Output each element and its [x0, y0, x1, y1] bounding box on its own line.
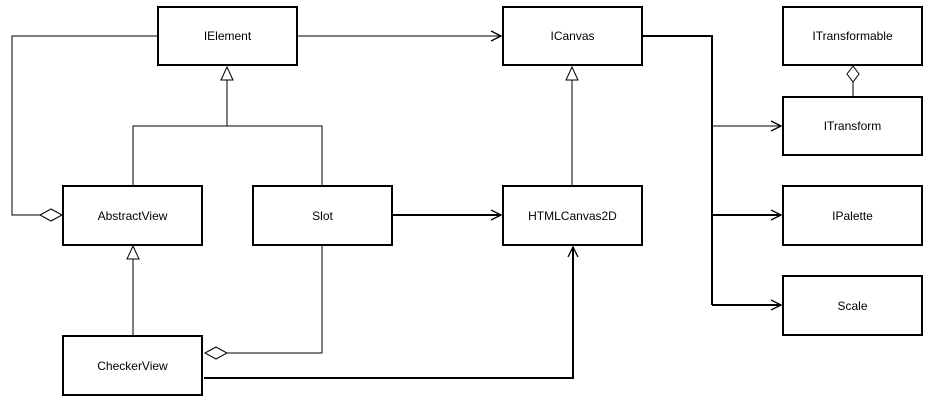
aggregation-diamond-abstractview: [38, 208, 64, 222]
edge-icanvas-trunk: [642, 35, 713, 305]
edge-checkerview-htmlcanvas2d: [204, 247, 573, 379]
class-ipalette[interactable]: IPalette: [782, 185, 923, 246]
edge-abstractview-ielement-aggregation: [11, 35, 157, 216]
generalization-triangle-icanvas: [565, 65, 579, 81]
class-ielement[interactable]: IElement: [157, 6, 298, 66]
generalization-triangle-abstractview: [126, 244, 140, 260]
class-icanvas[interactable]: ICanvas: [502, 6, 643, 66]
class-htmlcanvas2d[interactable]: HTMLCanvas2D: [502, 185, 643, 246]
aggregation-diamond-checkerview: [203, 346, 229, 360]
class-checkerview[interactable]: CheckerView: [62, 335, 203, 396]
aggregation-diamond-itransformable: [846, 65, 860, 83]
class-abstractview[interactable]: AbstractView: [62, 185, 203, 246]
edge-checkerview-slot-aggregation: [227, 245, 323, 354]
class-slot[interactable]: Slot: [252, 185, 393, 246]
class-itransformable[interactable]: ITransformable: [782, 6, 923, 66]
edge-abstractview-ielement-generalization: [132, 125, 323, 185]
class-scale[interactable]: Scale: [782, 275, 923, 336]
generalization-triangle-ielement: [220, 65, 234, 81]
class-itransform[interactable]: ITransform: [782, 96, 923, 156]
